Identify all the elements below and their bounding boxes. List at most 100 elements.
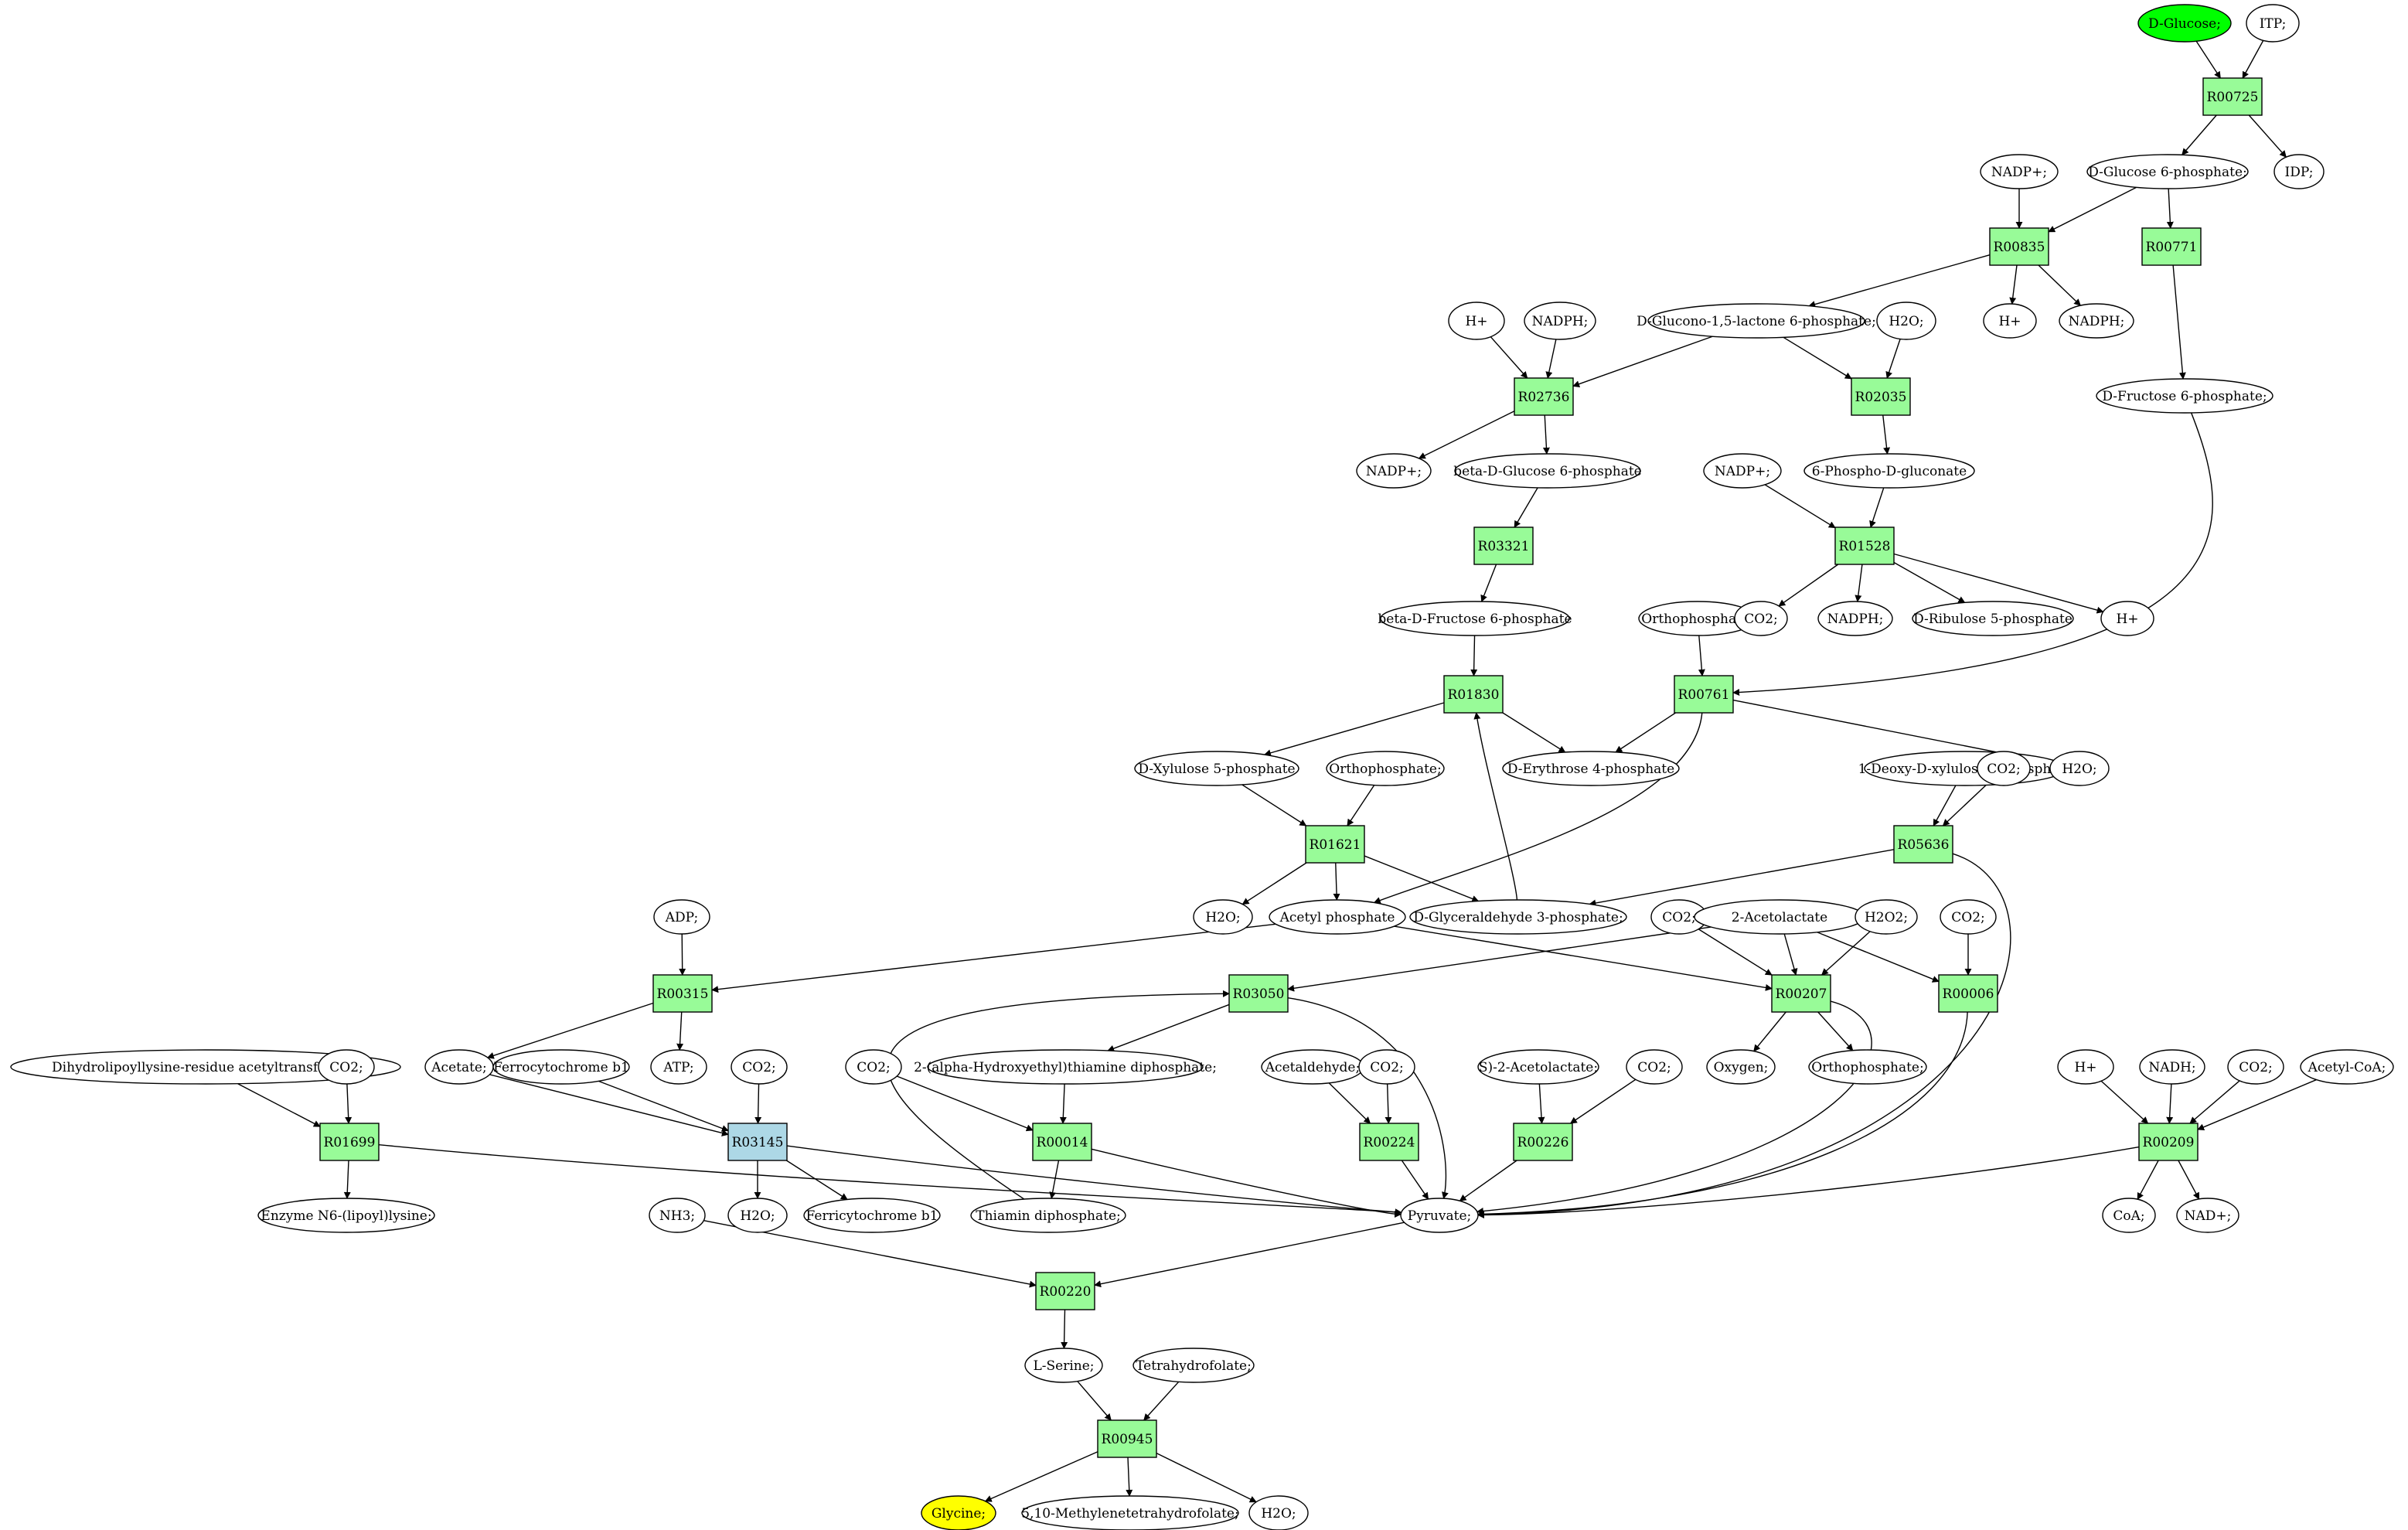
compound-node[interactable]: NADP+; bbox=[1356, 453, 1432, 489]
compound-node[interactable]: CO2; bbox=[318, 1049, 375, 1085]
compound-node[interactable]: 6-Phospho-D-gluconate bbox=[1803, 453, 1975, 489]
compound-node[interactable]: D-Ribulose 5-phosphate bbox=[1912, 601, 2074, 636]
compound-node[interactable]: Enzyme N6-(lipoyl)lysine; bbox=[257, 1198, 435, 1233]
reaction-node[interactable]: R02736 bbox=[1514, 377, 1574, 416]
compound-node[interactable]: Dihydrolipoyllysine-residue acetyltransf… bbox=[10, 1049, 401, 1085]
compound-node[interactable]: NADP+; bbox=[1703, 453, 1782, 489]
compound-node[interactable]: H2O; bbox=[1248, 1495, 1309, 1530]
compound-node[interactable]: D-Glyceraldehyde 3-phosphate; bbox=[1409, 899, 1627, 935]
edge-c_acald-to-R00224 bbox=[1328, 1082, 1371, 1124]
compound-node[interactable]: ATP; bbox=[650, 1049, 707, 1085]
compound-node[interactable]: beta-D-Fructose 6-phosphate bbox=[1378, 601, 1572, 636]
compound-node[interactable]: H+ bbox=[1448, 302, 1505, 340]
compound-node[interactable]: D-Xylulose 5-phosphate bbox=[1134, 751, 1299, 786]
compound-label: NADPH; bbox=[1827, 612, 1884, 627]
compound-node[interactable]: 2-(alpha-Hydroxyethyl)thiamine diphospha… bbox=[914, 1049, 1217, 1085]
compound-node[interactable]: NADH; bbox=[2139, 1049, 2205, 1085]
edge-c_nadp_3-to-R01528 bbox=[1764, 484, 1836, 529]
compound-node[interactable]: L-Serine; bbox=[1024, 1348, 1103, 1383]
compound-ellipse bbox=[2086, 154, 2249, 189]
compound-node[interactable]: H2O; bbox=[1876, 302, 1936, 340]
reaction-node[interactable]: R00725 bbox=[2202, 77, 2263, 116]
compound-node[interactable]: Orthophosphate; bbox=[1808, 1049, 1927, 1085]
compound-node[interactable]: Acetyl-CoA; bbox=[2300, 1049, 2394, 1085]
compound-node[interactable]: Acetate; bbox=[424, 1049, 494, 1085]
compound-node[interactable]: NADP+; bbox=[1980, 154, 2059, 189]
compound-node[interactable]: Glycine; bbox=[921, 1495, 996, 1530]
compound-node[interactable]: Ferrocytochrome b1 bbox=[492, 1049, 630, 1085]
reaction-node[interactable]: R00006 bbox=[1938, 974, 1998, 1013]
reaction-node[interactable]: R00209 bbox=[2138, 1123, 2199, 1161]
compound-node[interactable]: S)-2-Acetolactate; bbox=[1477, 1049, 1599, 1085]
reaction-node[interactable]: R01528 bbox=[1834, 526, 1895, 565]
compound-node[interactable]: CO2; bbox=[1626, 1049, 1683, 1085]
compound-node[interactable]: H+ bbox=[2100, 601, 2154, 636]
compound-node[interactable]: CO2; bbox=[845, 1049, 902, 1085]
compound-node[interactable]: ITP; bbox=[2246, 4, 2300, 43]
reaction-node[interactable]: R03321 bbox=[1473, 526, 1534, 565]
compound-node[interactable]: Acetaldehyde; bbox=[1261, 1049, 1364, 1085]
reaction-node[interactable]: R01699 bbox=[319, 1123, 380, 1161]
compound-node[interactable]: 1-Deoxy-D-xylulose 5-phosphate bbox=[1858, 751, 2073, 786]
compound-node[interactable]: CO2; bbox=[731, 1049, 788, 1085]
compound-node[interactable]: IDP; bbox=[2273, 154, 2325, 189]
reaction-node[interactable]: R00771 bbox=[2141, 227, 2202, 266]
compound-node[interactable]: H2O; bbox=[1193, 899, 1253, 935]
compound-node[interactable]: D-Glucose; bbox=[2137, 4, 2232, 43]
compound-node[interactable]: Tetrahydrofolate; bbox=[1132, 1348, 1255, 1383]
reaction-node[interactable]: R00835 bbox=[1989, 227, 2049, 266]
reaction-node[interactable]: R00220 bbox=[1035, 1272, 1095, 1310]
compound-node[interactable]: 5,10-Methylenetetrahydrofolate; bbox=[1021, 1495, 1239, 1530]
compound-node[interactable]: D-Glucono-1,5-lactone 6-phosphate; bbox=[1637, 303, 1876, 339]
compound-node[interactable]: H2O2; bbox=[1855, 899, 1918, 935]
compound-ellipse bbox=[1024, 1348, 1103, 1383]
compound-label: NADPH; bbox=[2069, 314, 2125, 329]
compound-node[interactable]: CO2; bbox=[1940, 899, 1997, 935]
reaction-node[interactable]: R01621 bbox=[1305, 825, 1365, 864]
reaction-node[interactable]: R03050 bbox=[1228, 974, 1289, 1013]
reaction-node[interactable]: R00761 bbox=[1674, 675, 1734, 714]
compound-node[interactable]: H+ bbox=[2057, 1049, 2114, 1085]
compound-node[interactable]: NAD+; bbox=[2176, 1198, 2239, 1233]
edge-R00207-to-c_pyruvate bbox=[1476, 1000, 1872, 1215]
compound-node[interactable]: CO2; bbox=[2227, 1049, 2284, 1085]
compound-node[interactable]: Orthophosphate; bbox=[1638, 601, 1757, 636]
compound-node[interactable]: H+ bbox=[1983, 303, 2037, 339]
compound-node[interactable]: NADPH; bbox=[2059, 303, 2134, 339]
compound-node[interactable]: 2-Acetolactate bbox=[1694, 899, 1865, 935]
compound-node[interactable]: Orthophosphate; bbox=[1326, 751, 1445, 786]
compound-node[interactable]: NH3; bbox=[649, 1198, 706, 1233]
compound-node[interactable]: CO2; bbox=[1734, 601, 1788, 636]
edge-R00771-to-c_f6p bbox=[2172, 264, 2186, 380]
compound-node[interactable]: CO2; bbox=[1650, 899, 1708, 935]
compound-node[interactable]: D-Glucose 6-phosphate; bbox=[2086, 154, 2249, 189]
reaction-node[interactable]: R00224 bbox=[1359, 1123, 1419, 1161]
reaction-node[interactable]: R03145 bbox=[727, 1123, 788, 1161]
compound-node[interactable]: Acetyl phosphate bbox=[1269, 899, 1406, 935]
compound-node[interactable]: Thiamin diphosphate; bbox=[970, 1198, 1126, 1233]
compound-node[interactable]: D-Erythrose 4-phosphate bbox=[1502, 751, 1680, 786]
compound-node[interactable]: D-Fructose 6-phosphate; bbox=[2096, 378, 2273, 414]
reaction-node[interactable]: R00315 bbox=[652, 974, 713, 1013]
reaction-node[interactable]: R05636 bbox=[1893, 825, 1953, 864]
compound-node[interactable]: CO2; bbox=[1977, 751, 2031, 786]
compound-node[interactable]: Pyruvate; bbox=[1400, 1198, 1479, 1233]
compound-node[interactable]: Ferricytochrome b1 bbox=[803, 1198, 941, 1233]
compound-node[interactable]: NADPH; bbox=[1817, 601, 1893, 636]
reaction-node[interactable]: R00207 bbox=[1771, 974, 1831, 1013]
compound-node[interactable]: H2O; bbox=[727, 1198, 788, 1233]
reaction-node[interactable]: R00945 bbox=[1097, 1419, 1157, 1458]
compound-node[interactable]: CO2; bbox=[1358, 1049, 1415, 1085]
reaction-node[interactable]: R00014 bbox=[1032, 1123, 1092, 1161]
reaction-node[interactable]: R02035 bbox=[1851, 377, 1911, 416]
compound-label: Acetyl-CoA; bbox=[2308, 1060, 2386, 1075]
compound-node[interactable]: beta-D-Glucose 6-phosphate bbox=[1453, 453, 1642, 489]
compound-node[interactable]: Oxygen; bbox=[1706, 1049, 1776, 1085]
compound-node[interactable]: ADP; bbox=[653, 899, 710, 935]
compound-node[interactable]: NADPH; bbox=[1524, 302, 1596, 340]
compound-ellipse bbox=[1734, 601, 1788, 636]
reaction-node[interactable]: R01830 bbox=[1443, 675, 1504, 714]
compound-node[interactable]: CoA; bbox=[2102, 1198, 2156, 1233]
reaction-node[interactable]: R00226 bbox=[1513, 1123, 1573, 1161]
compound-node[interactable]: H2O; bbox=[2049, 751, 2110, 786]
